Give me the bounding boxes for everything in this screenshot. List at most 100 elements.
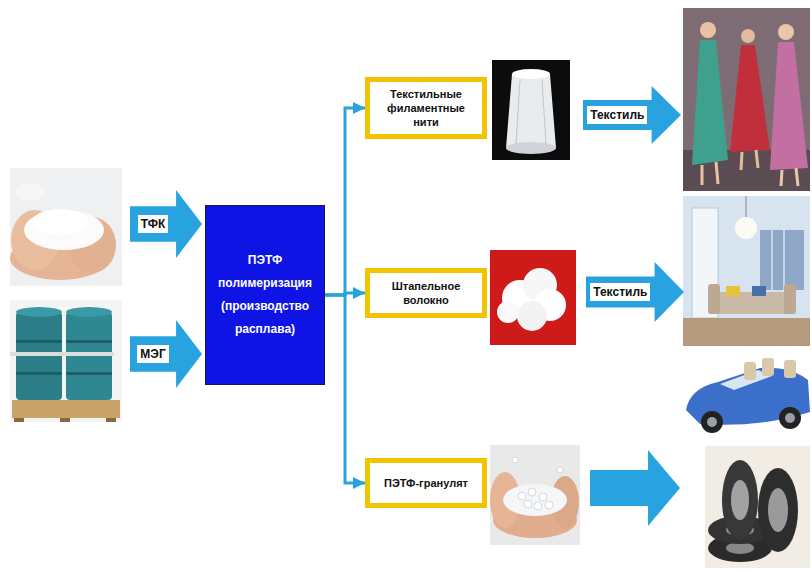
room-picture-part xyxy=(735,217,757,239)
fashion-picture-part xyxy=(730,45,770,152)
fashion-picture-part xyxy=(701,165,704,185)
room-picture-part xyxy=(752,286,766,296)
barrels-picture-part xyxy=(106,418,116,422)
node-label: Текстиль xyxy=(590,283,650,301)
granules-picture-part xyxy=(524,500,532,508)
room-picture-part xyxy=(746,196,747,218)
car-picture-part xyxy=(784,360,796,378)
fibre-picture-part xyxy=(517,301,547,331)
fibre-picture xyxy=(490,250,576,345)
fashion-picture-part xyxy=(741,29,755,43)
powder-picture-part xyxy=(24,210,104,250)
product-box: ПЭТФ-гранулят xyxy=(365,458,487,508)
node-label: Штапельное волокно xyxy=(375,279,477,308)
thread-picture-part xyxy=(492,60,570,160)
barrels-picture-part xyxy=(16,372,62,375)
fashion-picture-part xyxy=(741,152,742,170)
fashion-picture-part xyxy=(756,150,758,168)
car-picture-part xyxy=(779,407,801,429)
fashion-picture-part xyxy=(683,8,810,191)
flow-connector xyxy=(325,295,365,483)
barrels-picture-part xyxy=(66,372,112,375)
arrow-text-area: МЭГ xyxy=(130,336,176,371)
barrels-picture-part xyxy=(10,300,122,422)
granules-picture-part xyxy=(490,445,580,545)
fashion-picture-part xyxy=(770,42,808,170)
barrels-picture-part xyxy=(16,307,62,317)
fashion-picture xyxy=(683,8,810,191)
barrels-picture-part xyxy=(10,352,114,356)
powder-picture-part xyxy=(32,209,88,235)
room-picture-part xyxy=(760,230,804,290)
thread-picture-part xyxy=(506,142,556,154)
arrow-node: МЭГ xyxy=(130,320,202,388)
granules-picture-part xyxy=(534,502,542,510)
room-picture-part xyxy=(784,284,796,314)
granules-picture-part xyxy=(539,493,547,501)
barrels-picture-part xyxy=(12,400,120,418)
process-box: ПЭТФ полимеризация (производство расплав… xyxy=(205,205,325,385)
room-picture xyxy=(683,196,810,346)
car-picture-part xyxy=(762,358,774,376)
arrow-fill xyxy=(586,262,684,322)
node-label: ПЭТФ полимеризация (производство расплав… xyxy=(212,249,318,340)
room-picture-part xyxy=(683,196,810,346)
room-picture-part xyxy=(726,286,740,296)
room-picture-part xyxy=(784,230,785,290)
car-picture xyxy=(686,358,810,433)
arrow-fill xyxy=(130,320,202,388)
barrels-picture-part xyxy=(66,307,112,317)
thread-picture-part xyxy=(506,74,556,148)
fashion-picture-part xyxy=(796,168,798,186)
flow-connector xyxy=(325,108,365,295)
node-label: ПЭТФ-гранулят xyxy=(384,476,468,490)
room-picture-part xyxy=(772,230,773,290)
powder-picture xyxy=(10,168,122,286)
barrels-picture-part xyxy=(60,418,70,422)
arrow-text-area: ТФК xyxy=(130,206,176,241)
granules-picture-part xyxy=(528,488,536,496)
barrels-picture xyxy=(10,300,122,422)
powder-picture-part xyxy=(16,183,44,201)
barrels-picture-part xyxy=(14,418,24,422)
arrow-node: Текстиль xyxy=(583,86,681,144)
powder-picture-part xyxy=(10,168,122,286)
granules-picture-part xyxy=(518,492,526,500)
product-box: Штапельное волокно xyxy=(365,268,487,318)
tires-picture-part xyxy=(705,446,810,568)
barrels-picture-part xyxy=(16,340,62,343)
car-picture-part xyxy=(785,413,795,423)
product-box: Текстильные филаментные нити xyxy=(365,77,487,140)
room-picture-part xyxy=(708,284,720,314)
arrow-node: Текстиль xyxy=(586,262,684,322)
arrow-node: ТФК xyxy=(130,190,202,258)
thread-picture-part xyxy=(512,69,550,79)
thread-picture xyxy=(492,60,570,160)
granules-picture-part xyxy=(512,457,518,463)
node-label: Текстиль xyxy=(587,106,647,124)
fashion-picture-part xyxy=(692,40,728,165)
tires-picture xyxy=(705,446,810,568)
tires-picture-part xyxy=(722,460,758,540)
node-label: МЭГ xyxy=(137,345,168,363)
node-label: ТФК xyxy=(138,215,168,233)
fashion-picture-part xyxy=(700,22,716,38)
tires-picture-part xyxy=(768,488,788,532)
fibre-picture-part xyxy=(497,301,519,323)
car-picture-part xyxy=(701,411,723,433)
fashion-picture-part xyxy=(716,162,718,184)
fashion-picture-part xyxy=(781,170,782,186)
car-picture-part xyxy=(707,417,717,427)
fashion-picture-part xyxy=(778,24,794,40)
granules-picture xyxy=(490,445,580,545)
arrow-fill xyxy=(583,86,681,144)
tires-picture-part xyxy=(758,468,798,552)
granules-picture-part xyxy=(503,484,567,516)
node-label: Текстильные филаментные нити xyxy=(375,87,477,130)
arrow-fill xyxy=(130,190,202,258)
fibre-picture-part xyxy=(490,250,576,345)
arrow-text-area: Текстиль xyxy=(586,276,655,307)
arrow-text-area: Текстиль xyxy=(583,100,652,130)
barrels-picture-part xyxy=(66,340,112,343)
